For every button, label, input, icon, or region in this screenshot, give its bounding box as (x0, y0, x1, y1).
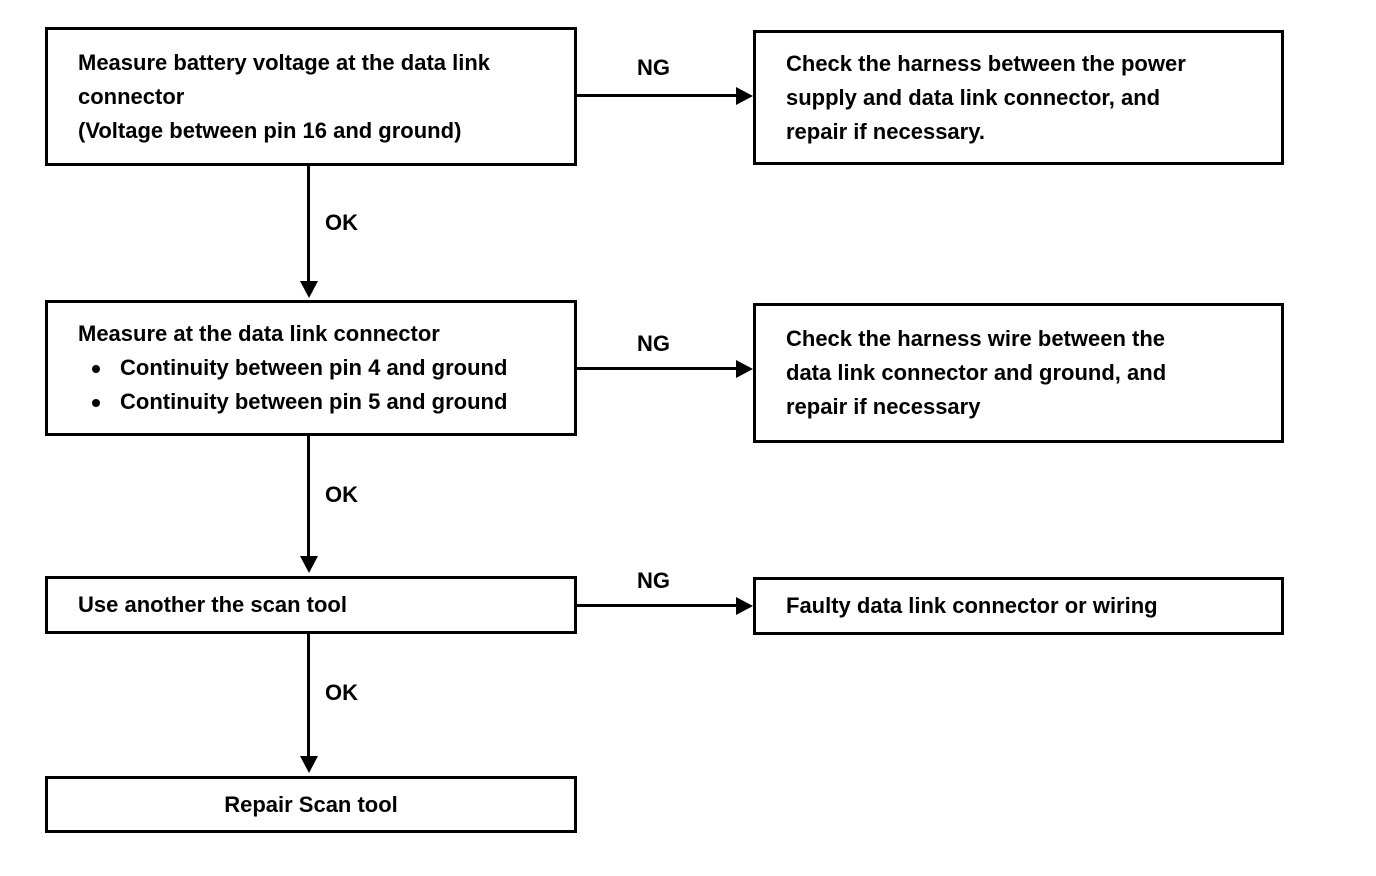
connector-ng-3-arrowhead (736, 597, 753, 615)
connector-ok-3-arrowhead (300, 756, 318, 773)
connector-ng-1-line (577, 94, 738, 97)
node-measure-at-connector[interactable]: Measure at the data link connector Conti… (45, 300, 577, 436)
node-line: data link connector and ground, and (786, 360, 1167, 385)
edge-label-ok-3: OK (325, 680, 358, 705)
node-measure-battery-voltage[interactable]: Measure battery voltage at the data link… (45, 27, 577, 166)
node-line: Faulty data link connector or wiring (786, 593, 1158, 618)
edge-label-ok-1: OK (325, 210, 358, 235)
connector-ok-2-arrowhead (300, 556, 318, 573)
node-check-harness-power-supply[interactable]: Check the harness between the power supp… (753, 30, 1284, 165)
edge-label-ng-3: NG (637, 568, 670, 593)
connector-ok-3-line (307, 634, 310, 758)
connector-ok-1-arrowhead (300, 281, 318, 298)
edge-label-ng-2: NG (637, 331, 670, 356)
connector-ng-2-line (577, 367, 738, 370)
node-line: repair if necessary (786, 394, 981, 419)
connector-ng-2-arrowhead (736, 360, 753, 378)
node-check-harness-wire-ground[interactable]: Check the harness wire between the data … (753, 303, 1284, 443)
node-line: Measure battery voltage at the data link (78, 49, 491, 75)
edge-label-ng-1: NG (637, 55, 670, 80)
node-use-another-scan-tool[interactable]: Use another the scan tool (45, 576, 577, 634)
connector-ok-1-line (307, 166, 310, 283)
node-faulty-connector-or-wiring[interactable]: Faulty data link connector or wiring (753, 577, 1284, 635)
node-line: Check the harness between the power (786, 50, 1186, 76)
node-repair-scan-tool[interactable]: Repair Scan tool (45, 776, 577, 833)
node-line: Repair Scan tool (224, 791, 398, 817)
bullet-item: Continuity between pin 4 and ground (78, 351, 574, 385)
connector-ng-1-arrowhead (736, 87, 753, 105)
node-line: connector (78, 83, 185, 109)
bullet-list: Continuity between pin 4 and ground Cont… (78, 351, 574, 419)
node-line: Use another the scan tool (78, 592, 347, 617)
connector-ng-3-line (577, 604, 738, 607)
node-line: repair if necessary. (786, 118, 985, 144)
node-line: supply and data link connector, and (786, 84, 1161, 110)
connector-ok-2-line (307, 436, 310, 558)
bullet-item: Continuity between pin 5 and ground (78, 385, 574, 419)
node-line: (Voltage between pin 16 and ground) (78, 117, 462, 143)
node-line: Check the harness wire between the (786, 326, 1166, 351)
edge-label-ok-2: OK (325, 482, 358, 507)
node-heading: Measure at the data link connector (78, 321, 440, 346)
